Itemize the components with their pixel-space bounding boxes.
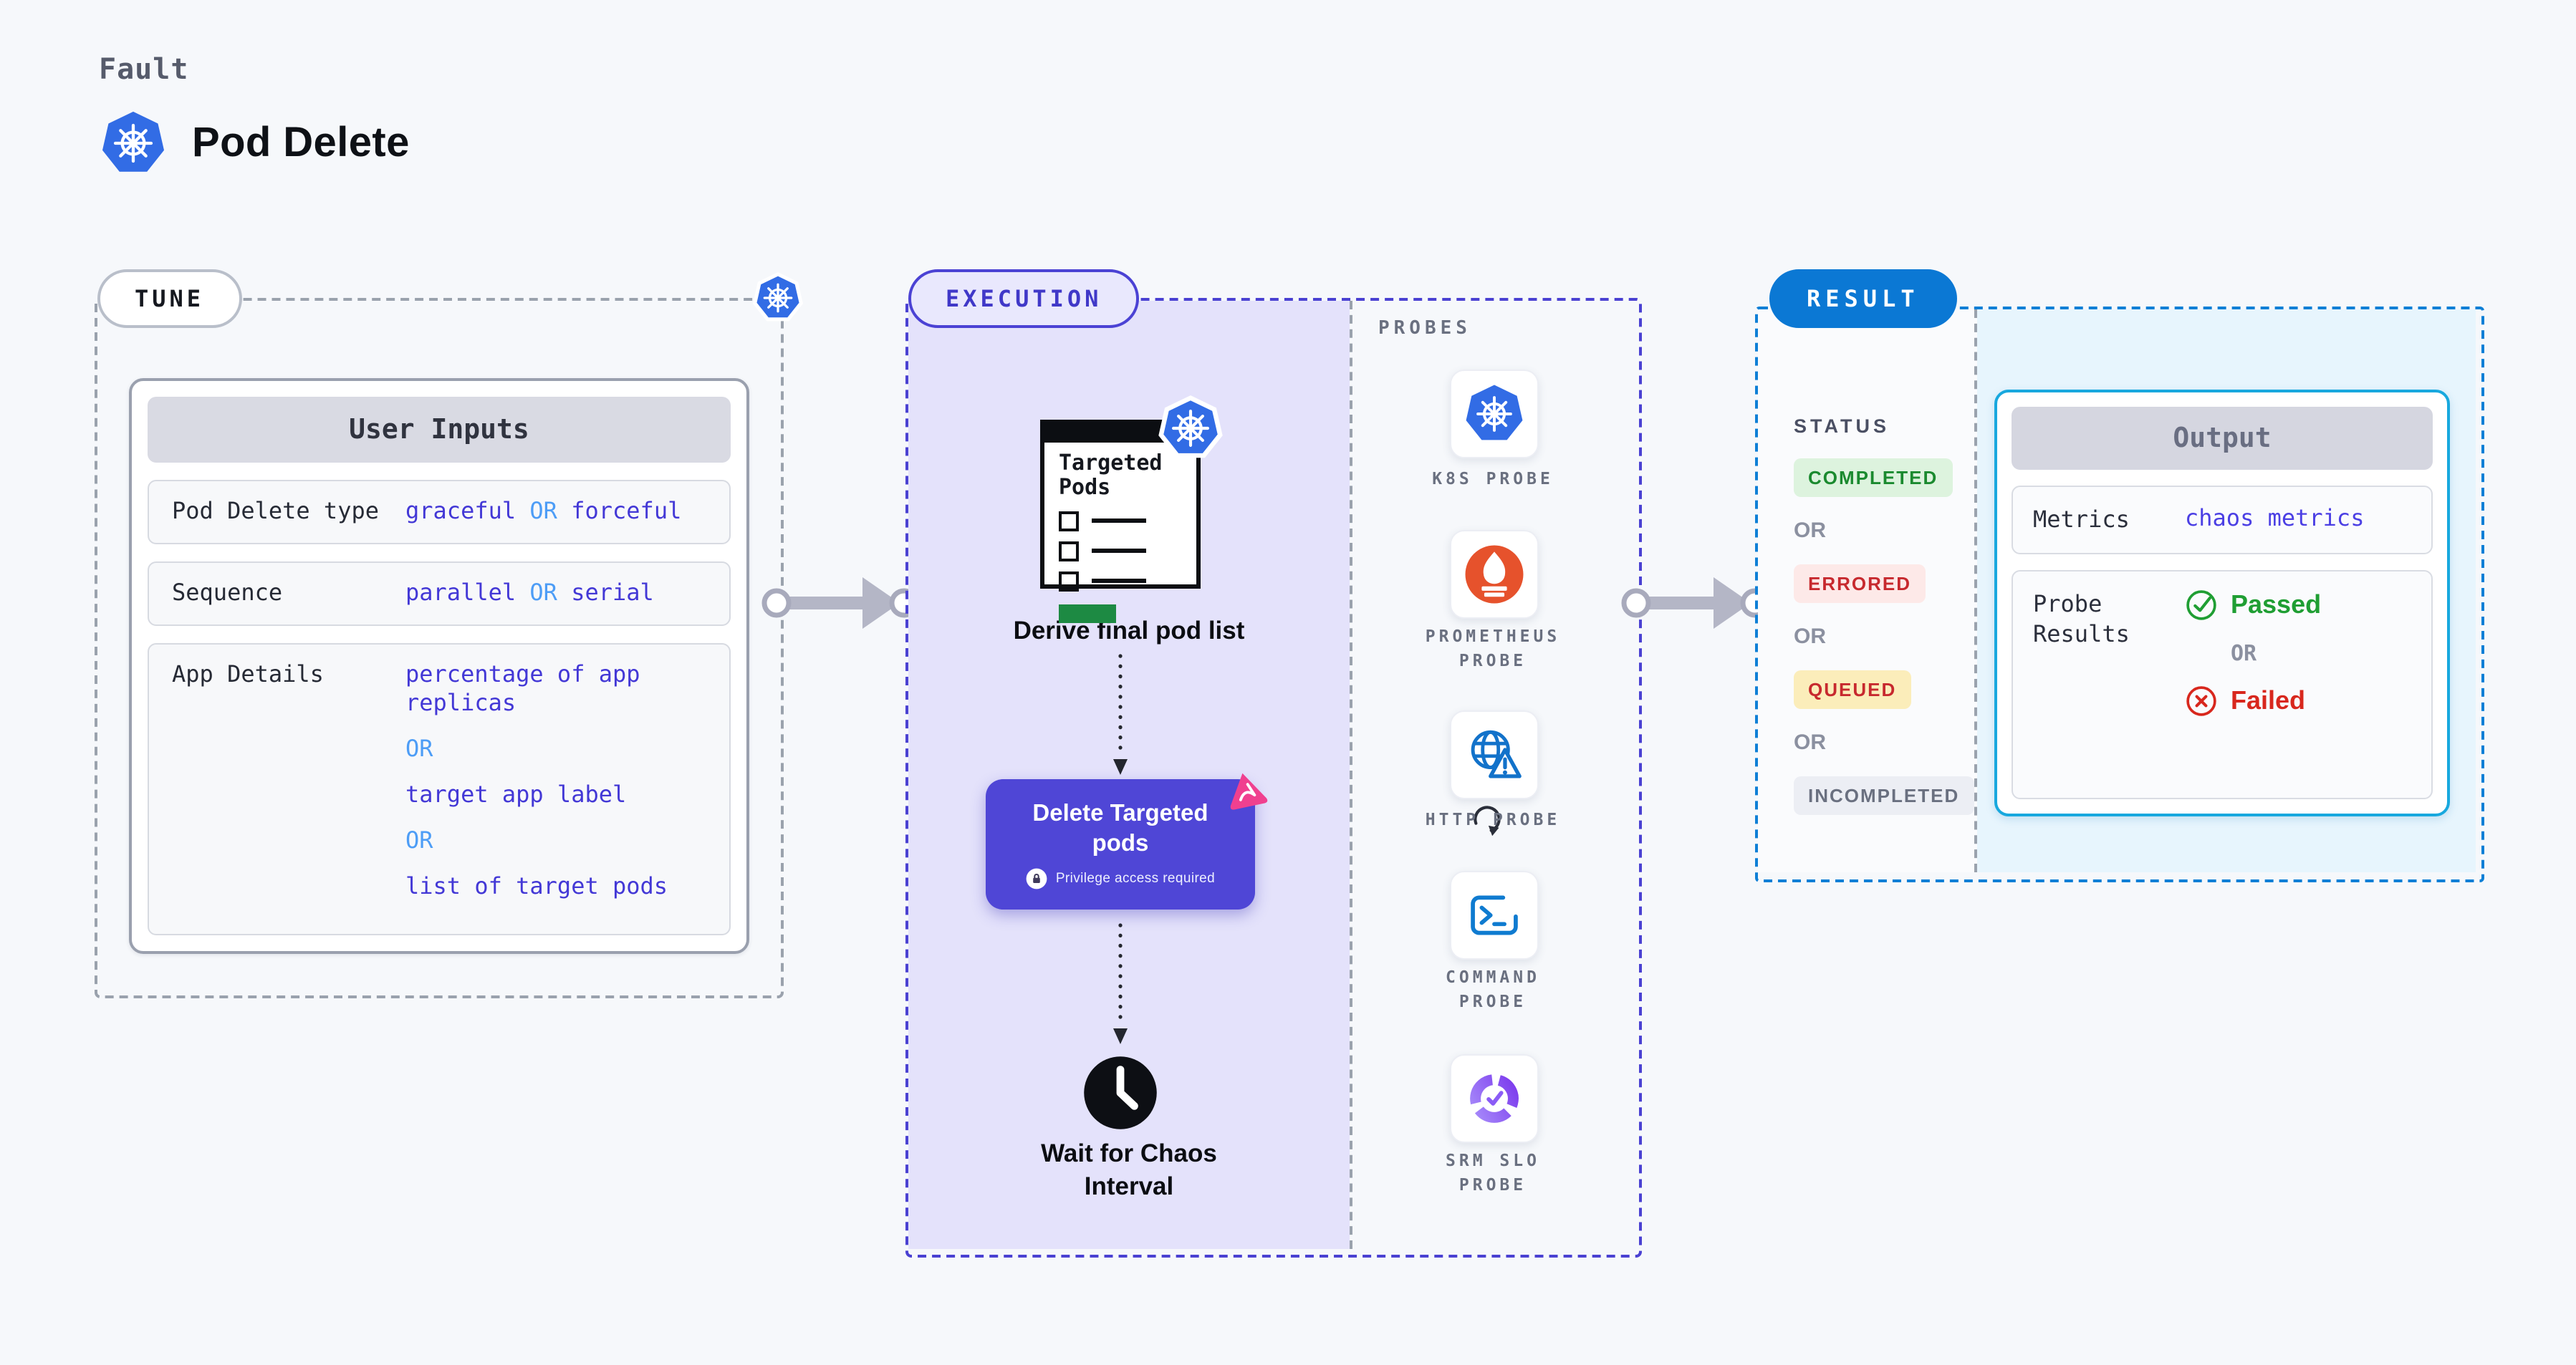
page-title: Pod Delete <box>192 120 410 165</box>
list-line <box>1092 579 1146 583</box>
delete-targeted-pods-step: Delete Targeted pods Privilege access re… <box>986 779 1255 910</box>
srm-slo-probe-icon <box>1470 1074 1519 1123</box>
probe-results-values: Passed OR Failed <box>2185 588 2321 780</box>
input-row-sequence: Sequence parallel OR serial <box>148 561 731 626</box>
targeted-pods-title: Targeted Pods <box>1059 450 1163 501</box>
arrow-execution-to-result <box>1621 577 1770 629</box>
dotted-connector <box>1113 654 1128 775</box>
passed-label: Passed <box>2231 589 2322 619</box>
progress-bar <box>1059 604 1116 622</box>
or-separator: OR <box>1794 624 1826 649</box>
checkbox-icon <box>1059 511 1079 531</box>
list-line <box>1092 518 1146 523</box>
or-separator: OR <box>1794 730 1826 755</box>
probe-results-row: Probe Results Passed OR Failed <box>2012 569 2433 799</box>
or-separator: OR <box>2231 640 2257 666</box>
or-separator: OR <box>1794 518 1826 543</box>
status-badge-completed: COMPLETED <box>1794 458 1953 497</box>
fault-eyebrow: Fault <box>99 52 189 86</box>
prometheus-probe-card <box>1450 530 1539 619</box>
tune-section-box <box>95 298 784 998</box>
dotted-connector <box>1113 923 1128 1044</box>
probe-label: COMMAND PROBE <box>1446 967 1540 1012</box>
http-probe-card <box>1450 710 1539 799</box>
input-row-app-details: App Details percentage of app replicas O… <box>148 642 731 935</box>
k8s-probe-icon <box>1463 382 1526 445</box>
input-label: Pod Delete type <box>172 497 379 524</box>
output-title: Output <box>2012 407 2433 470</box>
failed-label: Failed <box>2231 685 2306 715</box>
http-probe-icon <box>1471 730 1522 778</box>
input-value: parallel OR serial <box>405 579 706 609</box>
input-row-pod-delete-type: Pod Delete type graceful OR forceful <box>148 480 731 544</box>
passed-row: Passed <box>2185 588 2321 621</box>
probe-label: PROMETHEUS PROBE <box>1425 626 1561 671</box>
clock-icon <box>1084 1056 1157 1129</box>
command-probe-icon <box>1471 895 1518 935</box>
input-label: Sequence <box>172 578 283 606</box>
execution-section-box <box>905 298 1642 1258</box>
probes-title: PROBES <box>1378 318 1471 339</box>
input-value: graceful OR forceful <box>405 497 706 527</box>
status-badge-incompleted: INCOMPLETED <box>1794 776 1974 815</box>
failed-row: Failed <box>2185 684 2321 717</box>
value-option: parallel <box>405 578 516 606</box>
user-inputs-title: User Inputs <box>148 397 731 463</box>
passed-check-icon <box>2186 589 2216 619</box>
prometheus-probe-icon <box>1465 545 1524 604</box>
input-value: percentage of app replicas OR target app… <box>405 660 706 902</box>
or-separator: OR <box>405 735 433 763</box>
k8s-probe-card <box>1450 370 1539 458</box>
or-separator: OR <box>405 826 433 854</box>
metrics-label: Metrics <box>2033 506 2130 533</box>
page-title-row: Pod Delete <box>99 109 410 178</box>
execution-section-label: EXECUTION <box>908 269 1140 328</box>
chaos-fault-icon <box>1230 773 1268 810</box>
probe-label: HTTP PROBE <box>1425 809 1561 829</box>
failed-x-icon <box>2186 685 2216 715</box>
arrow-tune-to-execution <box>761 577 919 629</box>
probe-label: SRM SLO PROBE <box>1446 1150 1540 1195</box>
kubernetes-corner-icon <box>752 272 804 324</box>
result-section-label: RESULT <box>1769 269 1957 328</box>
checkbox-icon <box>1059 571 1079 591</box>
output-card: Output Metrics chaos metrics Probe Resul… <box>1994 390 2450 816</box>
tune-section-label: TUNE <box>97 269 242 328</box>
list-line <box>1092 549 1146 553</box>
or-separator: OR <box>529 578 557 606</box>
checkbox-icon <box>1059 541 1079 561</box>
privilege-note: Privilege access required <box>1026 868 1215 889</box>
kubernetes-icon <box>99 109 168 178</box>
input-label: App Details <box>172 660 324 688</box>
command-probe-card <box>1450 871 1539 960</box>
probe-results-label: Probe Results <box>2033 589 2130 648</box>
derive-caption: Derive final pod list <box>1013 616 1245 645</box>
kubernetes-badge-icon <box>1158 395 1224 461</box>
wait-caption: Wait for Chaos Interval <box>1041 1139 1217 1200</box>
retry-loop-icon <box>1474 806 1501 836</box>
user-inputs-card: User Inputs Pod Delete type graceful OR … <box>129 378 749 954</box>
privilege-label: Privilege access required <box>1055 871 1216 887</box>
metrics-row: Metrics chaos metrics <box>2012 486 2433 554</box>
value-option: serial <box>571 578 654 606</box>
lock-icon <box>1026 868 1047 889</box>
status-badge-errored: ERRORED <box>1794 564 1926 603</box>
or-separator: OR <box>529 497 557 524</box>
value-option: forceful <box>571 497 682 524</box>
status-title: STATUS <box>1794 415 1890 437</box>
metrics-value: chaos metrics <box>2185 504 2365 531</box>
probes-divider <box>1350 301 1352 1249</box>
value-option: graceful <box>405 497 516 524</box>
srm-slo-probe-card <box>1450 1054 1539 1143</box>
value-option: target app label <box>405 780 627 808</box>
delete-step-title: Delete Targeted pods <box>1032 800 1208 856</box>
value-option: list of target pods <box>405 872 668 899</box>
probe-label: K8S PROBE <box>1432 468 1554 488</box>
value-option: percentage of app replicas <box>405 660 640 717</box>
status-badge-queued: QUEUED <box>1794 670 1911 709</box>
result-section-box <box>1755 307 2484 882</box>
